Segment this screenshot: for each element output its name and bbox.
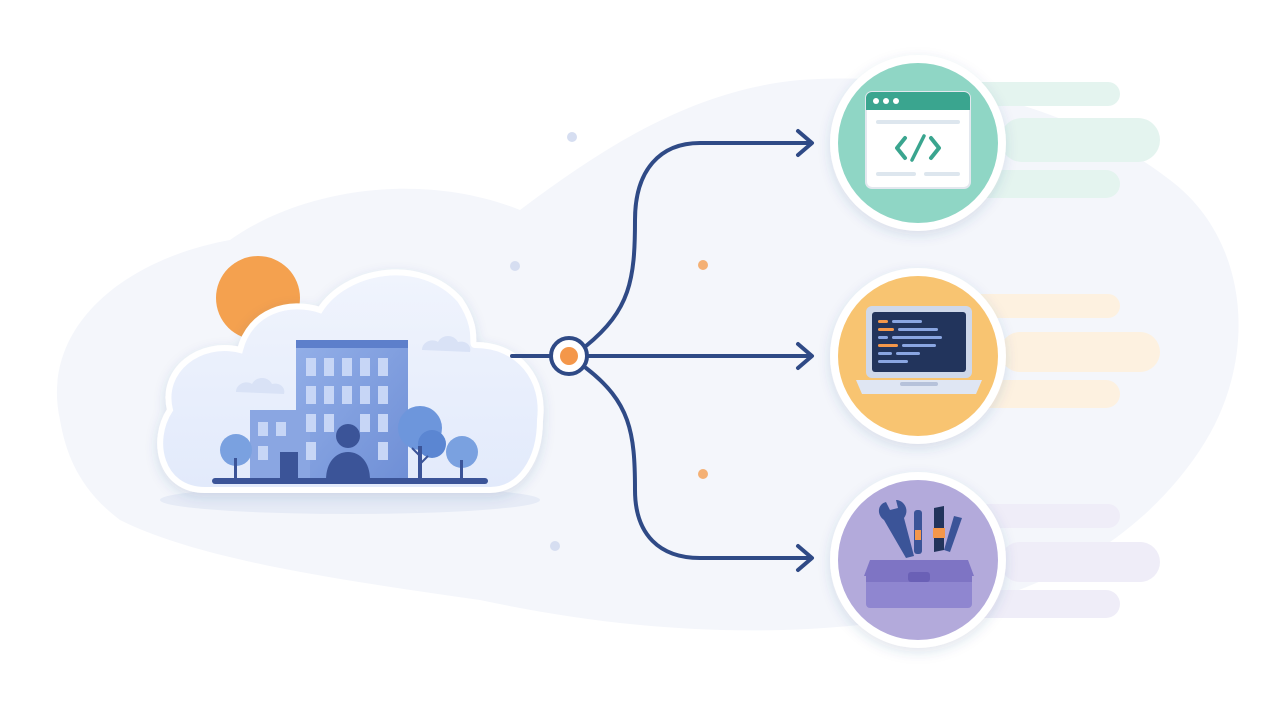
- arrowheads: [796, 129, 814, 572]
- badge-web: [830, 55, 1006, 231]
- decorative-dots: [510, 132, 708, 551]
- connector-lines: [510, 141, 812, 560]
- arrow-tools: [796, 544, 814, 572]
- branch-line-tools: [584, 366, 812, 560]
- speed-trail-laptop: [960, 294, 1160, 408]
- speed-trail-tools: [960, 504, 1160, 618]
- person-icon: [326, 424, 370, 480]
- laptop-terminal-icon: [856, 306, 982, 394]
- speed-trail-web: [960, 82, 1160, 198]
- connector-node-icon: [549, 336, 589, 376]
- branch-line-web: [584, 141, 812, 348]
- small-cloud-icon: [236, 336, 471, 394]
- web-code-window-icon: [865, 91, 971, 189]
- arrow-laptop: [796, 342, 814, 370]
- toolbox-icon: [864, 500, 974, 608]
- ground-line: [212, 478, 488, 484]
- badge-tools: [830, 472, 1006, 648]
- badge-laptop: [830, 268, 1006, 444]
- arrow-web: [796, 129, 814, 157]
- tree-icon: [220, 406, 478, 480]
